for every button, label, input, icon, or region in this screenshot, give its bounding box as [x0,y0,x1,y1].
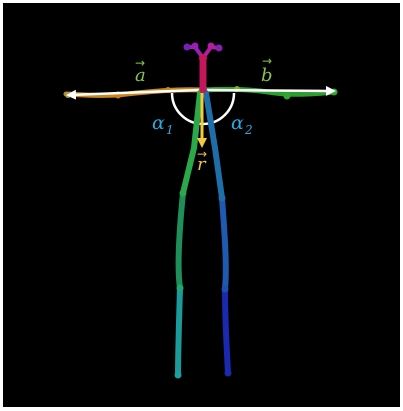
label-r-arrow: → [197,147,207,161]
label-alpha2-subscript: 2 [244,123,253,137]
label-a: a → [135,56,146,86]
right-arm [200,86,338,100]
svg-text:b: b [261,65,273,86]
svg-text:a: a [135,65,146,86]
label-alpha1-subscript: 1 [166,123,174,137]
right-wrist-joint [283,92,291,100]
head-neck [183,42,223,94]
left-knee-joint [176,284,184,292]
label-b: b → [261,54,273,86]
skeleton-diagram: a → b → r → α 1 α 2 [63,42,338,379]
right-leg [203,90,232,377]
label-alpha1: α 1 [152,112,174,137]
left-leg [174,90,203,379]
left-eye-joint [191,42,199,50]
label-alpha2: α 2 [231,112,253,137]
left-ear-joint [183,43,191,51]
nose-joint [199,54,207,62]
skeleton-diagram-canvas: a → b → r → α 1 α 2 [3,3,400,407]
right-ear-joint [215,44,223,52]
vector-a-arrow [66,88,200,100]
left-ankle-joint [174,371,182,379]
right-knee-joint [221,285,229,293]
label-b-arrow: → [262,54,272,68]
svg-text:α: α [231,112,244,134]
right-hip-joint [218,194,226,202]
label-r: r → [197,147,207,175]
right-ankle-joint [224,369,232,377]
label-a-arrow: → [135,56,145,70]
svg-text:r: r [197,154,207,175]
right-eye-joint [207,42,215,50]
svg-text:α: α [152,112,165,134]
vector-b-arrow [206,85,336,96]
left-hip-joint [179,189,187,197]
